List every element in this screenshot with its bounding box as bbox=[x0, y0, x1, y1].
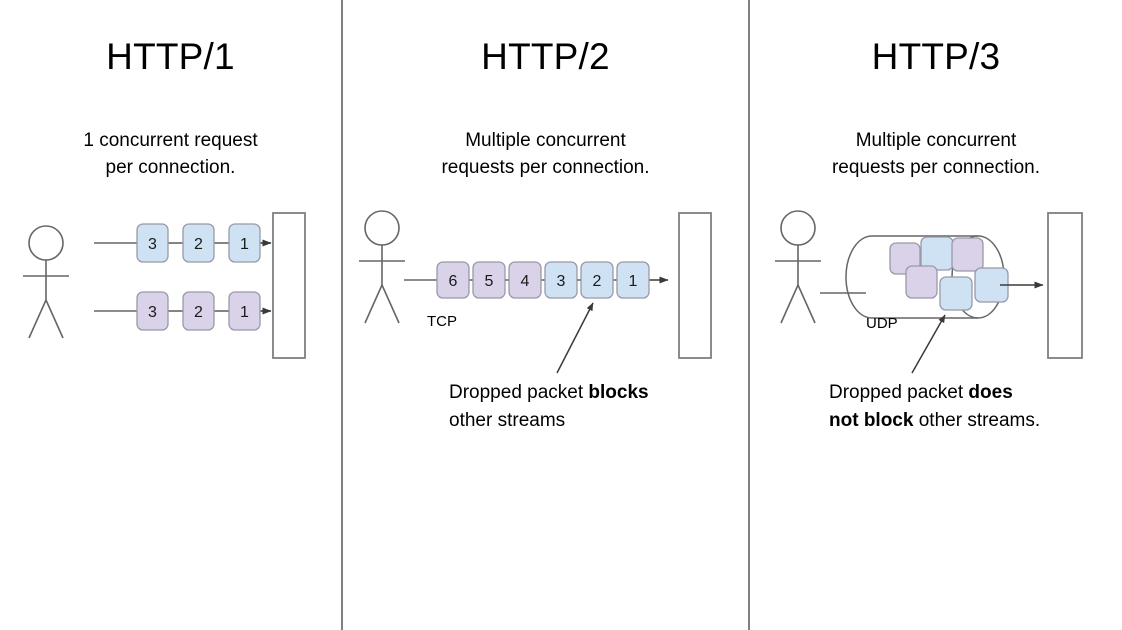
caption-http3-text-b: other streams. bbox=[913, 409, 1041, 431]
packet-http3-blue-a bbox=[920, 236, 954, 271]
panel-http3-title: HTTP/3 bbox=[871, 36, 1001, 77]
panel-http1-description: 1 concurrent request per connection. bbox=[83, 130, 258, 178]
http2-callout-arrow bbox=[556, 302, 594, 374]
packet-label: 1 bbox=[240, 236, 249, 253]
packet-label: 3 bbox=[148, 236, 157, 253]
packet-http3-purple-b bbox=[905, 265, 938, 299]
packet-label: 1 bbox=[240, 304, 249, 321]
packet-http2-3: 3 bbox=[544, 261, 578, 299]
packet-http1-purple-3: 3 bbox=[136, 291, 169, 331]
packet-label: 3 bbox=[148, 304, 157, 321]
packet-label: 4 bbox=[521, 273, 530, 290]
caption-http2-text-bold: blocks bbox=[588, 382, 649, 403]
panel-http2-description: Multiple concurrent requests per connect… bbox=[441, 130, 650, 178]
server-http2 bbox=[678, 212, 712, 359]
packet-http2-4: 4 bbox=[508, 261, 542, 299]
stick-figure-http3 bbox=[775, 210, 821, 324]
http1-row-blue: 3 2 1 bbox=[94, 223, 272, 263]
packet-http2-6: 6 bbox=[436, 261, 470, 299]
transport-label-tcp: TCP bbox=[427, 313, 457, 330]
panel-divider-2 bbox=[748, 0, 750, 630]
packet-http2-1: 1 bbox=[616, 261, 650, 299]
packet-http1-blue-2: 2 bbox=[182, 223, 215, 263]
caption-http2-text-a: Dropped packet bbox=[449, 382, 589, 403]
panel-http1: HTTP/1 1 concurrent request per connecti… bbox=[0, 0, 341, 630]
packet-http3-blue-b bbox=[939, 276, 973, 311]
http3-callout-arrow bbox=[911, 314, 946, 374]
caption-http3-text-bold-a: does bbox=[968, 382, 1013, 403]
packet-label: 5 bbox=[485, 273, 494, 290]
panel-divider-1 bbox=[341, 0, 343, 630]
caption-http3-text-bold-b: not block bbox=[829, 409, 914, 431]
transport-label-udp: UDP bbox=[866, 315, 898, 332]
packet-label: 2 bbox=[593, 273, 602, 290]
http3-tube-packets bbox=[889, 236, 1009, 311]
caption-http3: Dropped packet does not block other stre… bbox=[829, 379, 1122, 434]
stick-figure-http2 bbox=[359, 210, 405, 324]
packet-label: 3 bbox=[557, 273, 566, 290]
packet-http3-purple-c bbox=[951, 237, 984, 272]
packet-label: 2 bbox=[194, 236, 203, 253]
packet-label: 1 bbox=[629, 273, 638, 290]
packet-http1-purple-1: 1 bbox=[228, 291, 261, 331]
panel-http2-title: HTTP/2 bbox=[481, 36, 610, 77]
panel-http3-description: Multiple concurrent requests per connect… bbox=[831, 130, 1041, 178]
packet-http2-2: 2 bbox=[580, 261, 614, 299]
caption-http2: Dropped packet blocks other streams bbox=[449, 379, 749, 434]
caption-http3-text-a: Dropped packet bbox=[829, 382, 969, 403]
server-http1 bbox=[272, 212, 306, 359]
packet-http2-5: 5 bbox=[472, 261, 506, 299]
panel-http2: HTTP/2 Multiple concurrent requests per … bbox=[343, 0, 748, 630]
stick-figure-http1 bbox=[23, 225, 69, 339]
server-http3 bbox=[1047, 212, 1083, 359]
packet-label: 2 bbox=[194, 304, 203, 321]
packet-http1-purple-2: 2 bbox=[182, 291, 215, 331]
packet-label: 6 bbox=[449, 273, 458, 290]
http1-row-purple: 3 2 1 bbox=[94, 291, 272, 331]
http2-packet-row: 6 5 4 3 2 1 bbox=[436, 261, 650, 299]
packet-http1-blue-1: 1 bbox=[228, 223, 261, 263]
panel-http1-title: HTTP/1 bbox=[106, 36, 235, 77]
caption-http2-text-b: other streams bbox=[449, 409, 566, 431]
panel-http3: HTTP/3 Multiple concurrent requests per … bbox=[750, 0, 1122, 630]
packet-http1-blue-3: 3 bbox=[136, 223, 169, 263]
